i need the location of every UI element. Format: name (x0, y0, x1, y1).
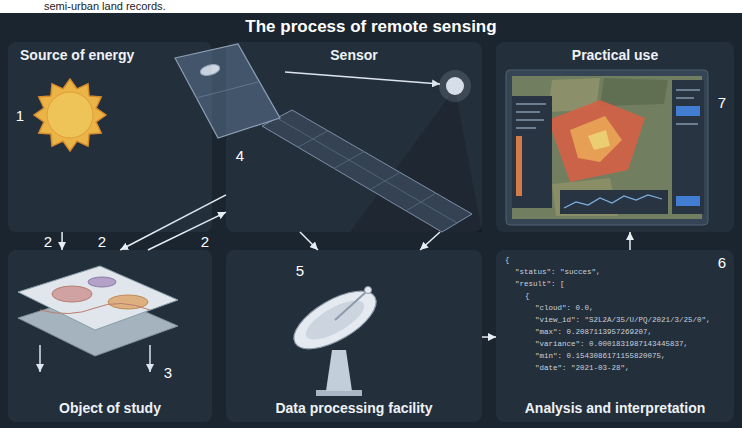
label-holder: 7 (718, 95, 726, 110)
label-holder: 2 (44, 234, 52, 249)
label-holder: 4 (236, 148, 244, 163)
stage-panel: Analysis and interpretation (496, 250, 734, 422)
callout-number: 4 (236, 147, 244, 164)
label-holder: "result": [ (515, 280, 565, 289)
callout-number: 2 (201, 233, 209, 250)
page-strip (0, 0, 742, 13)
flow-arrow (61, 232, 63, 250)
label-holder: "min": 0.1543086171155820075, (535, 352, 666, 361)
stage-panel: Object of study (8, 250, 212, 422)
code-line: "min": 0.1543086171155820075, (535, 352, 666, 360)
flow-arrow (420, 232, 440, 250)
callout-number: 1 (16, 107, 24, 124)
panel-heading: Practical use (572, 47, 658, 64)
code-line: "variance": 0.0001831987143445837, (535, 340, 688, 348)
label-holder: 2 (201, 234, 209, 249)
label-holder: 2 (98, 234, 106, 249)
label-holder: { (525, 292, 530, 301)
stage-panel: Source of energy (8, 42, 212, 232)
code-line: "view_id": "S2L2A/35/U/PQ/2021/3/25/0", (535, 316, 711, 324)
callout-number: 2 (44, 233, 52, 250)
label-holder: 6 (718, 255, 726, 270)
flow-arrow (300, 232, 318, 250)
title-holder: The process of remote sensing (0, 16, 742, 37)
code-line: "date": "2021-03-28", (535, 364, 630, 372)
callout-number: 2 (98, 233, 106, 250)
code-line: "result": [ (515, 280, 565, 288)
diagram-title: The process of remote sensing (245, 17, 496, 36)
label-holder: "variance": 0.0001831987143445837, (535, 340, 688, 349)
flow-arrow (482, 336, 496, 338)
callout-number: 3 (164, 364, 172, 381)
label-holder: 1 (16, 108, 24, 123)
code-line: "status": "succes", (515, 268, 601, 276)
panel-heading: Object of study (59, 400, 161, 417)
label-holder: "cloud": 0.0, (535, 304, 594, 313)
panel-heading: Source of energy (20, 47, 134, 64)
label-holder: "status": "succes", (515, 268, 601, 277)
label-holder: { (505, 256, 510, 265)
label-holder: "date": "2021-03-28", (535, 364, 630, 373)
panel-heading: Sensor (330, 47, 377, 64)
caption-fragment: semi-urban land records. (44, 0, 166, 12)
callout-number: 5 (296, 262, 304, 279)
stage-panel: Data processing facility (226, 250, 482, 422)
stage-panel: Practical use (496, 42, 734, 232)
stage-panel: Sensor (226, 42, 482, 232)
label-holder: "view_id": "S2L2A/35/U/PQ/2021/3/25/0", (535, 316, 711, 325)
code-line: { (505, 256, 510, 264)
callout-number: 6 (718, 254, 726, 271)
panel-heading: Data processing facility (275, 400, 432, 417)
flow-arrow (629, 232, 631, 250)
code-line: "max": 0.2087113957269207, (535, 328, 652, 336)
code-line: { (525, 292, 530, 300)
callout-number: 7 (718, 94, 726, 111)
label-holder: semi-urban land records. (44, 0, 166, 13)
label-holder: 5 (296, 263, 304, 278)
label-holder: 3 (164, 365, 172, 380)
label-holder: "max": 0.2087113957269207, (535, 328, 652, 337)
code-line: "cloud": 0.0, (535, 304, 594, 312)
panel-heading: Analysis and interpretation (525, 400, 705, 417)
